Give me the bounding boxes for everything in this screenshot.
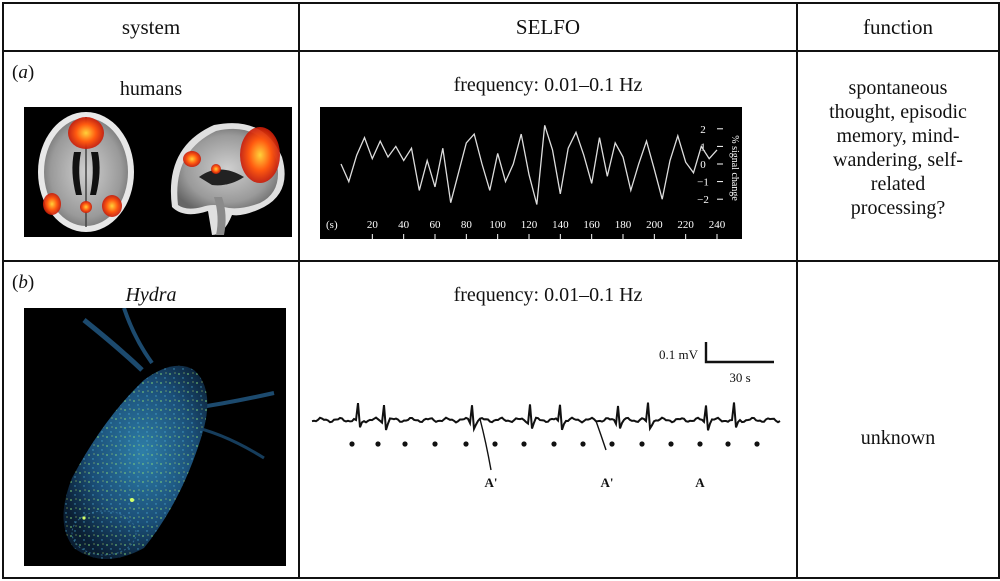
- scale-time: 30 s: [729, 370, 750, 385]
- y-tick-label: 2: [700, 124, 706, 136]
- panel-letter-a: (a): [12, 62, 35, 83]
- pulse-dot: [375, 441, 381, 447]
- x-tick-label: 40: [398, 219, 410, 231]
- pulse-dot: [639, 441, 645, 447]
- cell-b-system: (b) Hydra: [2, 260, 300, 579]
- x-tick-label: 200: [646, 219, 663, 231]
- function-line: memory, mind-: [836, 125, 960, 147]
- pulse-dot: [697, 441, 703, 447]
- pulse-dot: [463, 441, 469, 447]
- hydra-image: [24, 308, 286, 566]
- x-tick-label: 180: [615, 219, 632, 231]
- pulse-dot: [432, 441, 438, 447]
- y-tick-label: 1: [700, 141, 706, 153]
- pulse-dot: [551, 441, 557, 447]
- function-text-b: unknown: [860, 427, 936, 449]
- drift-line-2: [595, 420, 607, 451]
- function-line: processing?: [850, 197, 946, 219]
- x-tick-label: 160: [583, 219, 600, 231]
- y-tick-label: −2: [697, 194, 709, 206]
- drift-line-1: [479, 418, 492, 471]
- pulse-dot: [725, 441, 731, 447]
- pulse-dot: [521, 441, 527, 447]
- marker-label-1: A': [485, 475, 498, 490]
- scale-bar: [704, 342, 774, 364]
- function-line: spontaneous: [848, 77, 948, 99]
- pulse-dot: [754, 441, 760, 447]
- pulse-markers: [349, 441, 760, 447]
- plot-frame: [319, 106, 743, 240]
- plot-axes: 20 40 60 80 100 120 140 160 180 200 220 240 2 1 0 −1 −2: [367, 124, 726, 240]
- pulse-dot: [492, 441, 498, 447]
- scale-voltage: 0.1 mV: [659, 347, 699, 362]
- frequency-label-b: frequency: 0.01–0.1 Hz: [453, 284, 643, 306]
- pulse-dot: [580, 441, 586, 447]
- function-line: related: [870, 173, 926, 195]
- x-tick-label: 220: [677, 219, 694, 231]
- marker-label-2: A': [601, 475, 614, 490]
- frequency-label-a: frequency: 0.01–0.1 Hz: [453, 74, 643, 96]
- pulse-dot: [402, 441, 408, 447]
- cell-b-function: unknown: [796, 260, 1000, 579]
- hydra-voltage-trace: [311, 402, 781, 433]
- x-tick-label: 80: [461, 219, 473, 231]
- cell-a-system: (a) humans: [2, 50, 300, 262]
- header-function: function: [796, 2, 1000, 52]
- function-line: wandering, self-: [833, 149, 963, 171]
- header-system: system: [2, 2, 300, 52]
- x-unit-label: (s): [326, 219, 338, 231]
- y-tick-label: 0: [700, 159, 706, 171]
- x-tick-label: 20: [367, 219, 379, 231]
- panel-letter-b: (b): [12, 272, 35, 293]
- x-tick-label: 60: [430, 219, 442, 231]
- y-tick-label: −1: [697, 177, 709, 189]
- header-selfo: SELFO: [298, 2, 798, 52]
- human-brain-scans: [24, 107, 292, 237]
- pulse-dot: [609, 441, 615, 447]
- hydra-trace: 0.1 mV 30 s A' A' A: [311, 342, 781, 490]
- system-title-humans: humans: [119, 78, 183, 100]
- y-axis-label: % signal change: [729, 135, 740, 201]
- x-tick-label: 240: [709, 219, 726, 231]
- x-tick-label: 100: [489, 219, 506, 231]
- function-line: thought, episodic: [829, 101, 967, 123]
- x-tick-label: 140: [552, 219, 569, 231]
- cell-b-selfo: frequency: 0.01–0.1 Hz 0.1 mV 30 s A' A'…: [298, 260, 798, 579]
- bold-series-line: [340, 125, 718, 205]
- marker-label-3: A: [695, 475, 705, 490]
- system-title-hydra: Hydra: [125, 284, 177, 306]
- pulse-dot: [668, 441, 674, 447]
- x-tick-label: 120: [521, 219, 538, 231]
- pulse-dot: [349, 441, 355, 447]
